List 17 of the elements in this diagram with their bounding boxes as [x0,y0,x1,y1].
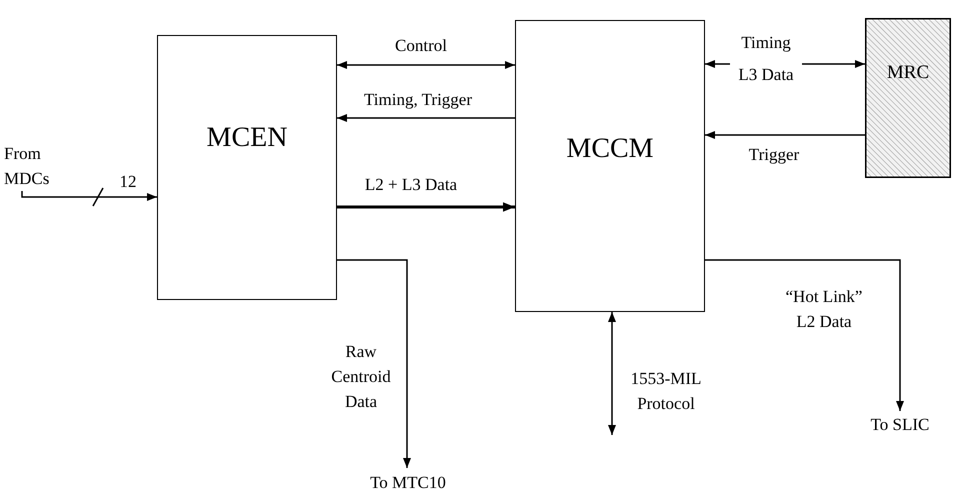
block-box [157,35,337,300]
arrow [608,312,616,435]
block-title: MRC [886,62,930,84]
text-label: From MDCs [4,141,60,191]
arrow [337,114,515,122]
arrow [337,202,515,212]
block-title: MCCM [565,133,655,165]
block-title: MCEN [206,122,288,154]
text-label: To MTC10 [355,468,461,496]
arrow [21,191,157,201]
arrow [705,259,904,411]
text-label: To SLIC [858,411,942,437]
hatched-box [865,18,951,178]
arrow [337,61,515,69]
arrow [337,259,411,468]
arrow [705,131,865,139]
block-box [515,20,705,312]
